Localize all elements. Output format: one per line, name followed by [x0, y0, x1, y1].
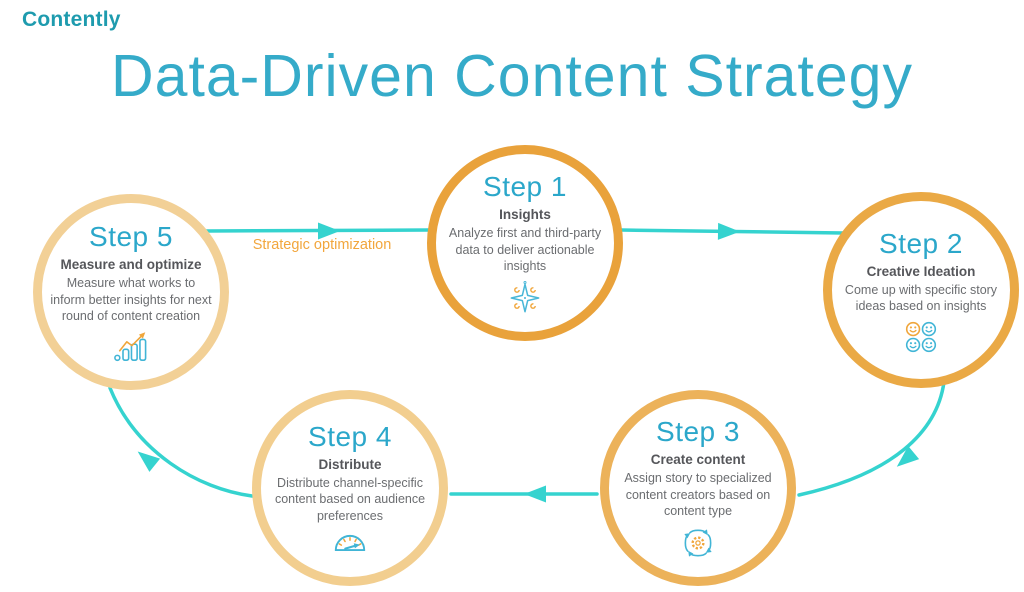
arrowhead-right-icon	[318, 222, 340, 240]
step-2-circle: Step 2 Creative Ideation Come up with sp…	[823, 192, 1019, 388]
arrow-step5-to-step1	[204, 228, 431, 233]
step-1-circle: Step 1 Insights Analyze first and third-…	[427, 145, 623, 341]
arrowhead-right-icon	[717, 222, 740, 240]
step-4-circle: Step 4 Distribute Distribute channel-spe…	[252, 390, 448, 586]
step-4-subtitle: Distribute	[318, 456, 382, 472]
step-3-description: Assign story to specialized content crea…	[624, 471, 772, 519]
sparkle-star-icon	[508, 280, 542, 315]
gear-sync-icon	[681, 526, 715, 560]
step-5-subtitle: Measure and optimize	[60, 257, 202, 273]
step-5-description: Measure what works to inform better insi…	[50, 276, 212, 324]
contently-logo: Contently	[22, 8, 121, 31]
arrowhead-left-icon	[524, 485, 546, 503]
step-3-heading: Step 3	[656, 416, 740, 448]
step-1-description: Analyze first and third-party data to de…	[448, 226, 602, 274]
step-3-subtitle: Create content	[650, 452, 746, 468]
step-1-heading: Step 1	[483, 171, 567, 203]
step-4-heading: Step 4	[308, 420, 392, 452]
step-4-description: Distribute channel-specific content base…	[274, 475, 426, 523]
strategic-optimization-label: Strategic optimization	[252, 237, 392, 253]
gauge-icon	[332, 530, 368, 555]
arrowhead-upleft-icon	[137, 451, 161, 472]
bar-chart-icon	[112, 331, 150, 363]
step-2-subtitle: Creative Ideation	[866, 263, 976, 279]
step-5-circle: Step 5 Measure and optimize Measure what…	[33, 194, 229, 390]
step-2-heading: Step 2	[879, 227, 963, 259]
step-3-circle: Step 3 Create content Assign story to sp…	[600, 390, 796, 586]
step-2-description: Come up with specific story ideas based …	[844, 282, 998, 314]
arrowhead-downleft-icon	[896, 446, 920, 467]
arrow-step4-to-step5	[108, 386, 254, 498]
step-5-heading: Step 5	[89, 221, 173, 253]
arrow-step2-to-step3	[797, 380, 946, 497]
smileys-icon	[905, 321, 937, 353]
page-title: Data-Driven Content Strategy	[111, 43, 913, 109]
step-1-subtitle: Insights	[499, 207, 551, 223]
